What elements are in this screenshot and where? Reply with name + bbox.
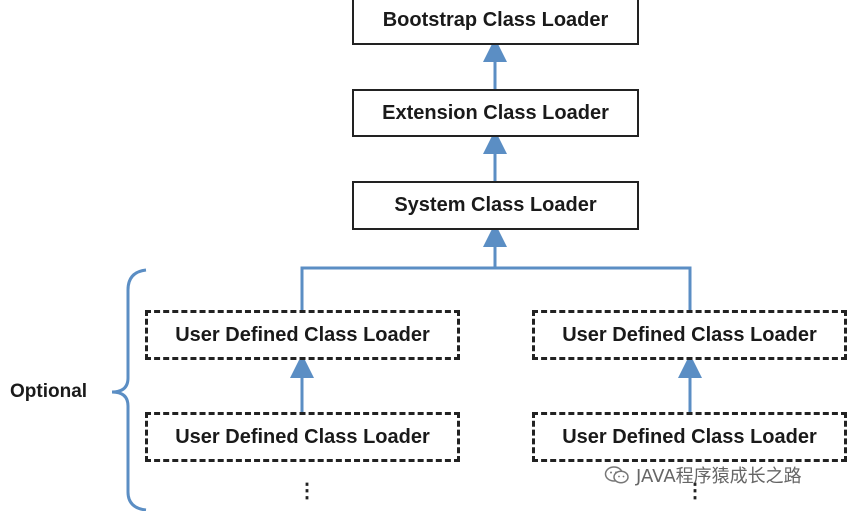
user-loader-label: User Defined Class Loader	[562, 425, 817, 448]
extension-class-loader: Extension Class Loader	[352, 89, 639, 137]
user-loader-label: User Defined Class Loader	[562, 323, 817, 346]
watermark-text: JAVA程序猿成长之路	[636, 466, 802, 487]
bootstrap-label: Bootstrap Class Loader	[382, 9, 609, 31]
extension-label: Extension Class Loader	[382, 101, 609, 124]
watermark: JAVA程序猿成长之路	[604, 462, 802, 488]
system-class-loader: System Class Loader	[352, 181, 639, 230]
bootstrap-class-loader: Bootstrap Class Loader	[352, 0, 639, 45]
continuation-dots-right: ⋮	[685, 480, 705, 502]
user-loader-left-upper: User Defined Class Loader	[145, 310, 460, 360]
optional-label: Optional	[10, 381, 88, 402]
system-label: System Class Loader	[394, 194, 597, 216]
continuation-dots-left: ⋮	[297, 480, 317, 502]
user-loader-label: User Defined Class Loader	[175, 323, 430, 346]
wechat-icon	[604, 466, 629, 484]
user-loader-right-upper: User Defined Class Loader	[532, 310, 847, 360]
user-loader-right-lower: User Defined Class Loader	[532, 412, 847, 462]
user-loader-label: User Defined Class Loader	[175, 425, 430, 448]
arrow-branch-to-system	[300, 266, 692, 310]
optional-brace	[111, 268, 147, 511]
user-loader-left-lower: User Defined Class Loader	[145, 412, 460, 462]
